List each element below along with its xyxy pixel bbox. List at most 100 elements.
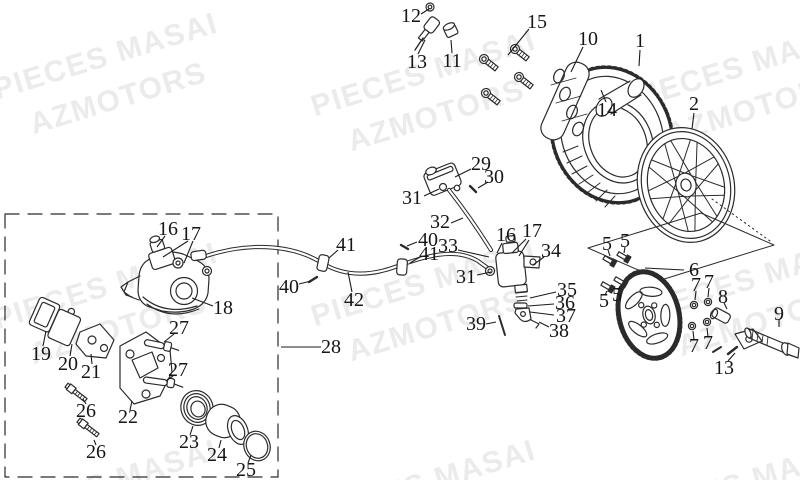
leader-line [347,271,353,293]
inner-tube-illustration [595,78,645,117]
part-label-33: 33 [438,235,458,257]
part-label-5: 5 [612,284,622,306]
part-label-41: 41 [419,243,439,265]
leader-line [450,217,464,224]
leader-line [706,327,709,338]
master-cylinder-illustration [484,235,541,336]
spoke-line [695,141,698,183]
part-label-40: 40 [418,229,438,251]
leader-line [423,188,440,197]
part-label-34: 34 [541,240,561,262]
part-label-20: 20 [58,353,78,375]
piston-boot-illustration [180,390,214,426]
part-label-2: 2 [689,93,699,115]
leader-line [518,239,530,257]
leader-line [727,352,736,362]
part-label-23: 23 [179,431,199,453]
brake-hose-illustration [203,243,492,284]
spoke-line [650,159,686,174]
mount-bolts-illustration [64,382,100,438]
slide-pins-illustration [142,339,184,389]
leader-line [450,39,453,54]
part-label-27: 27 [168,359,188,381]
leader-line [476,271,492,276]
part-label-39: 39 [466,313,486,335]
clip-illustration [530,319,540,329]
sprocket-slot [628,320,648,338]
leader-line [183,240,194,264]
spoke-line [690,175,726,188]
leader-line [409,256,421,264]
part-label-5: 5 [620,230,630,252]
leader-line [529,311,555,316]
sprocket-slot [624,291,643,310]
sprocket-slot [639,286,663,297]
nuts-illustration [687,297,713,331]
spoke-line [668,195,692,225]
part-label-13: 13 [714,357,734,379]
caliper-assembly-box [4,213,279,478]
leader-lines [42,8,780,464]
leader-line [694,290,697,301]
part-label-25: 25 [236,459,256,480]
leader-line [507,28,530,56]
leader-line [165,375,174,382]
part-label-19: 19 [31,343,51,365]
leader-line [477,181,489,189]
chain-illustration [540,61,590,141]
leader-line [163,333,175,343]
leader-line [247,454,252,464]
part-label-16: 16 [158,218,178,240]
spoke-line [690,194,725,197]
leader-line [189,425,194,436]
part-label-18: 18 [213,297,233,319]
part-label-31: 31 [456,266,476,288]
part-label-10: 10 [578,28,598,50]
part-label-21: 21 [81,361,101,383]
leader-line [162,240,189,258]
leader-line [691,112,695,130]
leader-line [93,439,97,446]
leader-line [511,238,527,254]
leader-line [406,241,418,247]
part-label-7: 7 [704,271,714,293]
leader-line [420,8,430,15]
part-label-16: 16 [496,224,516,246]
reservoir-illustration [423,162,478,196]
leader-line [644,267,685,271]
part-label-30: 30 [484,166,504,188]
leader-line [454,168,472,178]
leader-line [218,439,222,449]
leader-line [607,249,611,257]
sprocket-bolt-hole [653,321,660,329]
clevis-pin-illustration [498,315,506,336]
leader-line [156,235,166,248]
hub-plane-outline [587,198,775,281]
part-label-32: 32 [430,211,450,233]
part-label-26: 26 [86,441,106,463]
part-label-37: 37 [556,305,576,327]
brake-caliper-illustration [120,235,213,315]
leader-line [529,291,557,299]
part-label-38: 38 [549,320,569,342]
part-label-13: 13 [407,51,427,73]
part-label-29: 29 [471,153,491,175]
sprocket-illustration [615,269,683,361]
part-label-7: 7 [689,335,699,357]
part-label-7: 7 [703,332,713,354]
spoke-line [664,143,677,184]
part-label-14: 14 [597,99,617,121]
piston-seal-illustration [243,430,271,462]
pushrod-washer-illustration [513,302,528,309]
leader-line [532,256,545,266]
sprocket-slot [646,332,669,345]
leader-line [723,302,728,310]
spoke-line [694,163,719,191]
part-label-35: 35 [557,279,577,301]
spoke-line [684,156,715,174]
leader-line [191,297,214,307]
part-label-27: 27 [169,317,189,339]
